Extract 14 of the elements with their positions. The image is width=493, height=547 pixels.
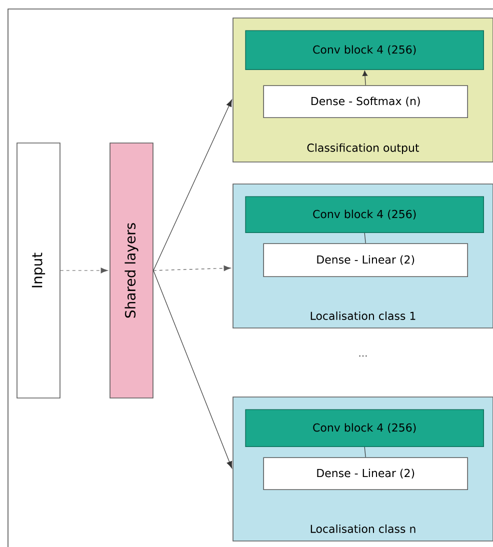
dense-layer-box: Dense - Softmax (n)	[263, 85, 468, 118]
dense-layer-box: Dense - Linear (2)	[263, 457, 468, 490]
ellipsis: ...	[359, 355, 367, 357]
arrow	[362, 70, 368, 86]
conv-block-box: Conv block 4 (256)	[245, 409, 484, 447]
layer-box: Shared layers	[110, 142, 154, 398]
arrow	[153, 100, 232, 271]
dense-layer-box: Dense - Linear (2)	[263, 243, 468, 277]
input-box: Input	[16, 142, 60, 398]
arrow	[60, 268, 108, 274]
conv-block-box: Conv block 4 (256)	[245, 196, 484, 233]
arrow	[153, 270, 232, 468]
arrow	[153, 266, 231, 272]
conv-block-box: Conv block 4 (256)	[245, 30, 484, 70]
